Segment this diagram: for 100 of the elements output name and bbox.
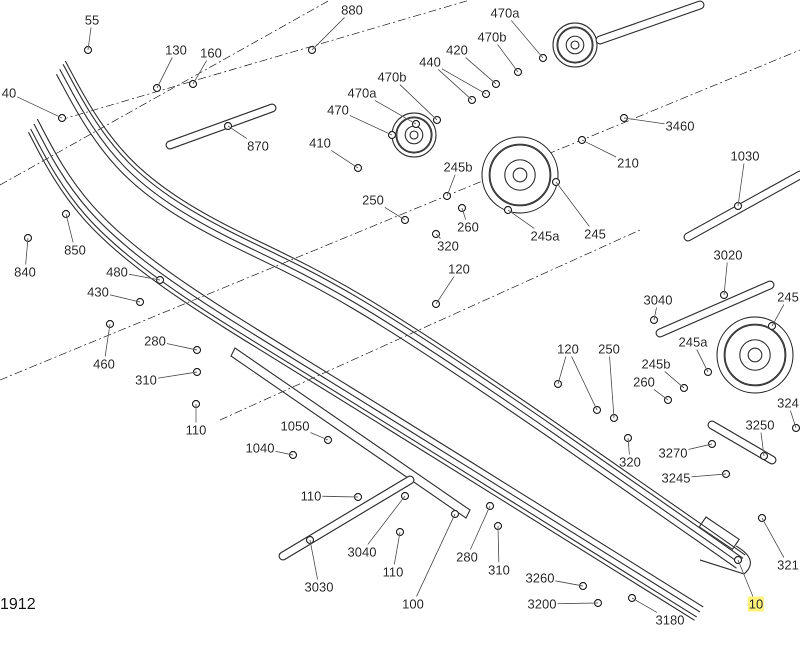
callout-number: 310 — [487, 562, 511, 578]
callout-number: 260 — [456, 220, 480, 234]
leader-line — [571, 356, 598, 410]
callout-number: 470b — [376, 70, 408, 84]
callout-number: 3245 — [660, 470, 692, 486]
callout-number: 110 — [382, 564, 404, 580]
callout-number: 321 — [776, 558, 800, 572]
callout-number: 160 — [199, 46, 223, 60]
callout-number: 880 — [340, 2, 364, 18]
leader-line — [25, 238, 28, 265]
leader-line — [16, 96, 62, 118]
leader-line — [696, 349, 708, 372]
leader-line — [654, 389, 668, 400]
leader-line — [557, 602, 598, 604]
leader-line — [790, 410, 796, 428]
callout-number: 430 — [86, 284, 110, 300]
leader-line — [330, 150, 358, 168]
leader-line — [762, 518, 784, 558]
callout-number: 470a — [346, 86, 378, 100]
leader-line — [582, 140, 617, 158]
leader-line — [310, 540, 318, 580]
callout-number: 245b — [442, 160, 474, 174]
callout-number: 3260 — [524, 570, 556, 586]
callout-number: 100 — [401, 596, 425, 612]
leader-line — [322, 496, 358, 498]
leader-line — [772, 304, 784, 326]
leader-line — [349, 115, 392, 136]
leader-line — [628, 438, 630, 455]
callout-number: 3180 — [654, 612, 686, 628]
callout-number: 110 — [300, 488, 322, 504]
callout-number: 460 — [92, 356, 116, 372]
callout-number: 840 — [13, 264, 37, 280]
callout-number: 310 — [134, 372, 158, 388]
leader-line — [508, 210, 535, 229]
leader-line — [310, 432, 328, 440]
callout-number: 480 — [105, 264, 129, 280]
callout-number: 280 — [143, 334, 167, 348]
callout-number: 850 — [63, 242, 87, 258]
callout-number: 120 — [447, 262, 471, 276]
callout-number: 320 — [436, 238, 460, 254]
callout-number: 1040 — [244, 440, 276, 456]
leader-line — [88, 27, 92, 50]
callout-number: 40 — [0, 86, 18, 100]
leader-line — [632, 598, 658, 613]
callout-number: 10 — [748, 596, 764, 612]
leader-line — [654, 307, 657, 320]
callout-number: 260 — [632, 374, 656, 390]
leader-line — [109, 294, 140, 302]
callout-number: 210 — [616, 156, 640, 170]
leader-line — [394, 532, 400, 565]
leader-line — [156, 57, 173, 88]
callout-number: 1030 — [730, 148, 760, 164]
callout-number: 245a — [530, 228, 560, 244]
callout-number: 245 — [583, 226, 607, 242]
callout-number: 130 — [164, 42, 188, 58]
leader-line — [498, 526, 500, 563]
leader-line — [510, 20, 544, 58]
callout-number: 250 — [361, 192, 385, 208]
callout-number: 3460 — [664, 118, 696, 134]
callout-number: 410 — [308, 136, 332, 150]
callout-number: 245b — [640, 356, 672, 372]
leader-line — [760, 432, 764, 456]
leader-line — [438, 69, 472, 100]
leader-line — [441, 68, 486, 94]
callout-number: 280 — [455, 550, 479, 564]
leader-line — [128, 274, 160, 280]
callout-number: 3270 — [658, 446, 688, 460]
leader-line — [166, 343, 198, 350]
callout-number: 3250 — [744, 418, 776, 432]
callout-number: 3040 — [642, 292, 674, 308]
leader-line — [470, 506, 490, 550]
leader-line — [688, 444, 712, 450]
callout-number: 120 — [556, 342, 580, 356]
callout-number: 470a — [490, 6, 520, 20]
callout-number: 324 — [776, 396, 800, 410]
callout-number: 245 — [776, 290, 800, 304]
leader-line — [384, 206, 406, 220]
leader-line — [556, 182, 590, 227]
callout-number: 110 — [184, 422, 208, 438]
leader-line — [446, 174, 456, 196]
callout-number: 3030 — [304, 580, 334, 594]
leader-line — [609, 356, 614, 418]
leader-line — [104, 324, 110, 357]
callout-number: 3200 — [526, 596, 558, 612]
callout-number: 250 — [597, 342, 621, 356]
leader-line — [738, 560, 754, 597]
callout-number: 320 — [618, 454, 642, 470]
leader-line — [555, 580, 584, 586]
leader-line — [436, 234, 441, 239]
leader-line — [624, 118, 665, 124]
callout-number: 3040 — [346, 544, 378, 560]
callout-number: 470b — [476, 30, 508, 44]
leader-line — [312, 17, 345, 50]
leader-line — [192, 60, 208, 84]
figure-number: 1912 — [0, 596, 36, 614]
leader-line — [157, 372, 198, 379]
leader-line — [465, 57, 496, 84]
callout-number: 1050 — [280, 418, 310, 434]
leader-line — [724, 262, 728, 296]
leader-line — [691, 474, 726, 478]
